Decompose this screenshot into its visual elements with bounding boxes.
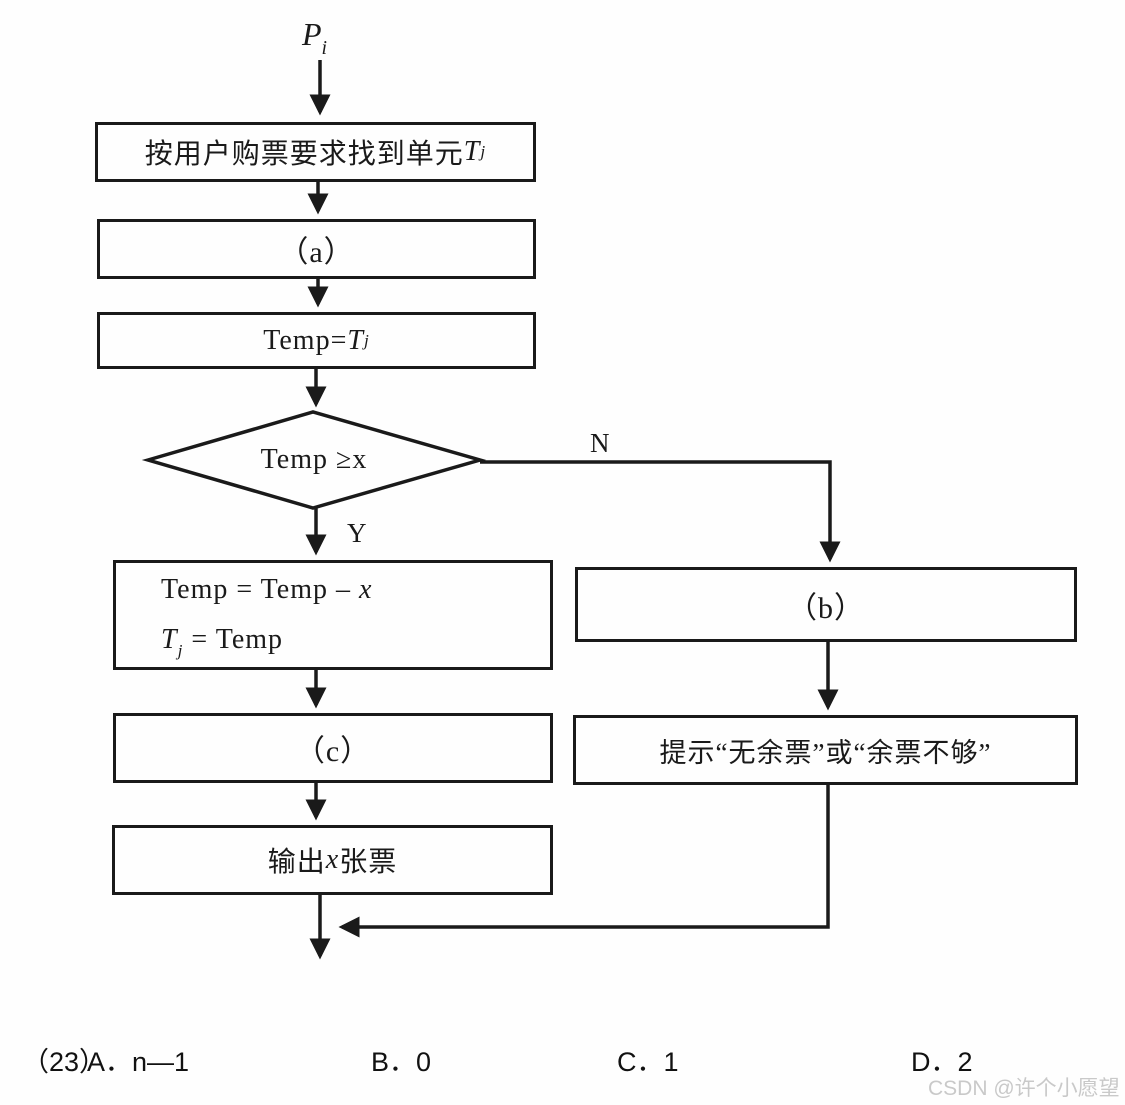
assign-line2-sub: j bbox=[177, 640, 184, 660]
start-sub: i bbox=[321, 36, 328, 59]
box-prompt-no-tickets: 提示“无余票”或“余票不够” bbox=[573, 715, 1078, 785]
decision-diamond-label: Temp ≥ x bbox=[148, 412, 480, 508]
question-number: （23） bbox=[22, 1047, 107, 1077]
option-c: C．1 bbox=[617, 1047, 679, 1077]
option-d: D．2 bbox=[911, 1047, 973, 1077]
arrow-prompt-to-merge bbox=[338, 785, 830, 938]
diamond-var: x bbox=[352, 444, 368, 475]
assign-line2-var: T bbox=[161, 624, 178, 655]
start-label: Pi bbox=[302, 16, 327, 58]
box-b-text: （b） bbox=[787, 591, 865, 625]
arrow-diamond-to-b-no bbox=[480, 460, 841, 563]
assign-line2: Tj = Temp bbox=[161, 615, 283, 665]
assign-line1-var: x bbox=[359, 574, 373, 605]
question-row: （23） A．n—1 B．0 C．1 D．2 bbox=[0, 1040, 1125, 1077]
assign-line1-pre: Temp = Temp – bbox=[161, 574, 359, 605]
box-temp-var: T bbox=[347, 324, 364, 356]
option-b: B．0 bbox=[371, 1047, 432, 1077]
box-blank-a: （a） bbox=[97, 219, 536, 279]
box-output-post: 张票 bbox=[339, 847, 398, 878]
start-var: P bbox=[302, 16, 322, 52]
box-output-pre: 输出 bbox=[267, 847, 326, 878]
box-c-text: （c） bbox=[294, 735, 372, 768]
box-a-text: （a） bbox=[278, 236, 355, 269]
box-find-text: 按用户购票要求找到单元 bbox=[144, 139, 464, 170]
csdn-watermark: CSDN @许个小愿望 bbox=[928, 1077, 1120, 1100]
box-find-var: T bbox=[463, 136, 481, 167]
branch-label-no: N bbox=[590, 428, 610, 458]
box-blank-b: （b） bbox=[575, 567, 1077, 642]
diamond-text: Temp ≥ bbox=[260, 444, 353, 475]
box-subtract-assign: Temp = Temp – x Tj = Temp bbox=[113, 560, 553, 670]
assign-line1: Temp = Temp – x bbox=[161, 565, 372, 615]
box-output-var: x bbox=[325, 844, 340, 875]
box-blank-c: （c） bbox=[113, 713, 553, 783]
option-a: A．n—1 bbox=[87, 1047, 190, 1077]
assign-line2-post: = Temp bbox=[183, 624, 284, 655]
box-temp-text: Temp= bbox=[263, 324, 348, 356]
box-prompt-text: 提示“无余票”或“余票不够” bbox=[659, 737, 992, 768]
box-output-tickets: 输出 x 张票 bbox=[112, 825, 553, 895]
branch-label-yes: Y bbox=[347, 518, 367, 548]
decision-diamond-shape bbox=[141, 410, 487, 510]
